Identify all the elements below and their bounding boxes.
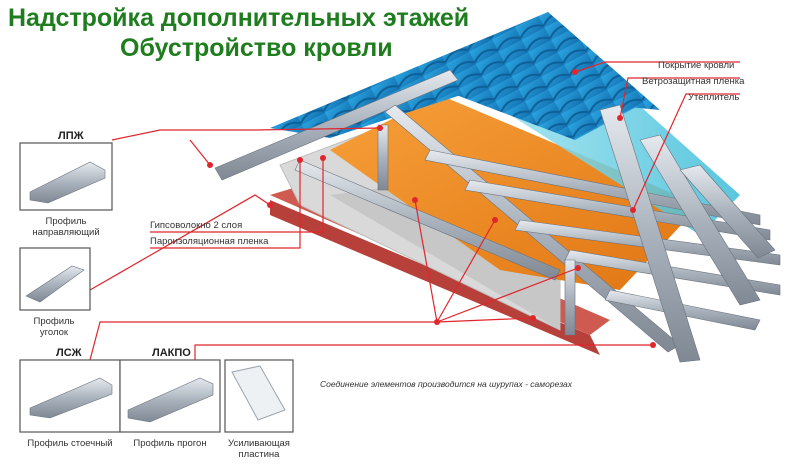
plate-label-1: Усиливающая (228, 438, 290, 449)
profile-lpzh: ЛПЖ Профиль направляющий (19, 130, 113, 238)
purlin-2 (639, 134, 761, 306)
roof-covering-right (430, 12, 640, 140)
leader-fan-4 (436, 317, 534, 323)
profile-lakpo-code: ЛАКПО (152, 347, 191, 359)
leader-lpzh (111, 127, 381, 141)
leader-gypsum (150, 158, 324, 233)
profile-angle-image (25, 265, 85, 303)
leader-gypsum-dot (320, 155, 326, 161)
leader-lszh (89, 321, 437, 361)
post-right (564, 259, 576, 336)
leader-insulation-dot (630, 207, 636, 213)
profile-lszh-label: Профиль стоечный (27, 438, 112, 449)
leader-insulation (632, 93, 740, 211)
profile-lakpo-image (127, 377, 214, 423)
leader-fan-1 (414, 199, 438, 323)
joint-dot-1 (412, 197, 418, 203)
joint-dot-4 (530, 315, 536, 321)
profile-lpzh-label-2: направляющий (32, 227, 99, 238)
profile-angle: Профиль уголок (19, 247, 91, 338)
reinforcing-plate: Усиливающая пластина (224, 359, 294, 460)
plate-image (231, 365, 286, 421)
steel-frame (214, 69, 781, 363)
leader-lakpo-dot (650, 342, 656, 348)
leader-vapor (150, 160, 301, 249)
leader-wind-membrane-dot (617, 115, 623, 121)
purlin-3 (679, 164, 776, 259)
rafter-1 (424, 149, 761, 226)
leader-vapor-dot (297, 157, 303, 163)
callout-gypsum-fiber: Гипсоволокно 2 слоя (150, 220, 242, 231)
profile-angle-label-2: уголок (40, 327, 69, 338)
leader-fan-2 (436, 219, 496, 323)
callout-wind-membrane: Ветрозащитная пленка (642, 76, 745, 87)
leader-fan-5 (189, 139, 211, 166)
connection-note: Соединение элементов производится на шур… (320, 379, 573, 389)
gypsum-face (330, 180, 560, 330)
profile-lpzh-image (29, 161, 106, 204)
purlin-1 (599, 104, 701, 363)
leader-lines (89, 61, 740, 361)
joint-dot-2 (492, 217, 498, 223)
leader-fan-3 (436, 267, 579, 323)
profile-lakpo: ЛАКПО Профиль прогон (119, 347, 221, 449)
profile-lpzh-code: ЛПЖ (58, 130, 84, 142)
collar-beam (294, 159, 561, 281)
wall-base (270, 200, 600, 355)
joint-dot-3 (575, 265, 581, 271)
profile-lszh-image (29, 377, 113, 419)
post-left (377, 124, 389, 191)
title-line-1: Надстройка дополнительных этажей (8, 4, 470, 32)
leader-roofing (574, 61, 740, 73)
eave-beam (214, 69, 459, 181)
profile-angle-label-1: Профиль (33, 316, 74, 327)
profile-lpzh-label-1: Профиль (45, 216, 86, 227)
leader-angle-dot (267, 202, 273, 208)
title-line-2: Обустройство кровли (120, 34, 393, 62)
leader-lpzh-dot (377, 125, 383, 131)
callout-insulation: Утеплитель (688, 92, 739, 103)
plate-label-2: пластина (239, 449, 281, 460)
callout-vapor-barrier: Пароизоляционная пленка (150, 236, 269, 247)
callout-roofing: Покрытие кровли (658, 60, 734, 71)
leader-angle (89, 194, 271, 291)
leader-roofing-dot (572, 69, 578, 75)
leader-wind-membrane (619, 77, 740, 119)
profile-lakpo-label: Профиль прогон (133, 438, 206, 449)
leader-lakpo (194, 344, 653, 360)
joint-dot-5 (207, 162, 213, 168)
profile-lszh-code: ЛСЖ (56, 347, 82, 359)
profile-lszh: ЛСЖ Профиль стоечный (19, 347, 121, 449)
